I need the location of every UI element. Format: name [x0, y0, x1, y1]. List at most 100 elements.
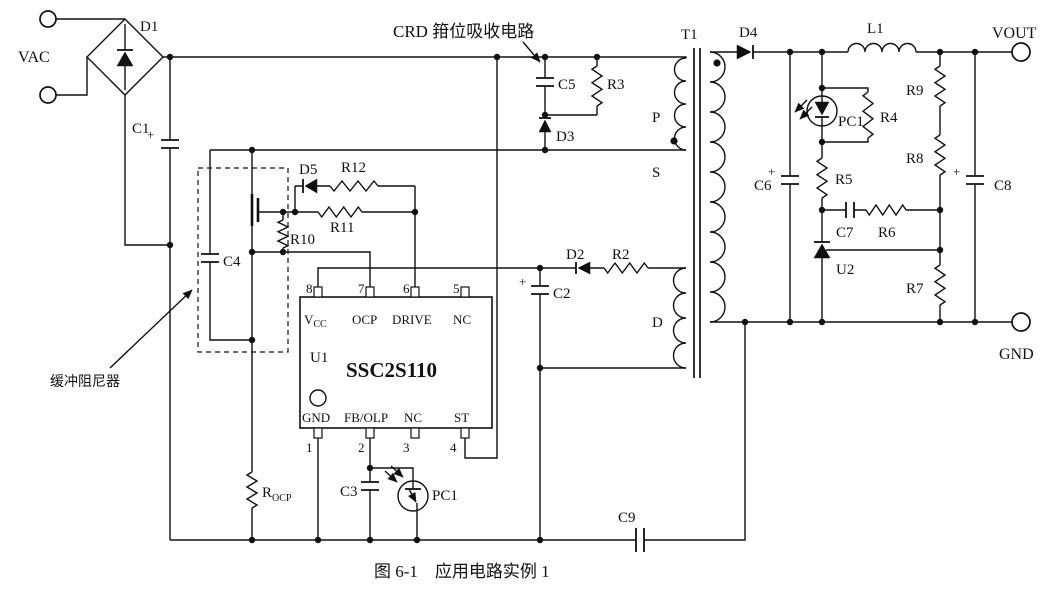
- r9-label: R9: [906, 83, 924, 99]
- secondary-winding-label: S: [652, 165, 660, 181]
- crd-pointer-arrow: [522, 41, 541, 63]
- c7-label: C7: [836, 225, 854, 241]
- resistor-r10: [276, 219, 290, 249]
- ic-pin-st-label: ST: [454, 410, 469, 425]
- secondary-winding: [709, 51, 726, 323]
- clamp-snubber-crd: CRD 箝位吸收电路 C5 R3 D3: [393, 22, 625, 145]
- resistor-r12: [329, 179, 379, 193]
- c1-label: C1: [132, 121, 150, 137]
- r7-label: R7: [906, 281, 924, 297]
- primary-winding: [673, 57, 687, 151]
- pc1-light-arrow: [794, 99, 808, 113]
- c6-plus-sign: +: [768, 164, 775, 179]
- r8-label: R8: [906, 151, 924, 167]
- resistor-r2: [603, 261, 649, 275]
- output-rectifier: D4 L1 + C6 + C8 VOUT GND: [736, 21, 1037, 363]
- r11-label: R11: [330, 220, 354, 236]
- d1-diode-icon: [116, 51, 134, 67]
- ic-pin2-number: 2: [358, 440, 365, 455]
- feedback-secondary: PC1 R4 R5 C7 R6 U2 R9 R8 R7: [794, 65, 947, 306]
- ic-pin-nc5-label: NC: [453, 312, 471, 327]
- vac-terminal-bottom: [39, 86, 57, 104]
- c4-label: C4: [223, 254, 241, 270]
- c1-plus-sign: +: [147, 127, 154, 142]
- u2-shunt-regulator-icon: [813, 243, 831, 259]
- ic-part-number: SSC2S110: [346, 358, 437, 382]
- d2-label: D2: [566, 247, 584, 263]
- resistor-r4: [861, 91, 875, 139]
- c8-label: C8: [994, 178, 1012, 194]
- ic-pin-gnd-label: GND: [302, 410, 330, 425]
- r4-label: R4: [880, 110, 898, 126]
- current-sense: ROCP: [245, 471, 292, 509]
- d5-diode-icon: [304, 178, 318, 194]
- gnd-terminal: [1011, 312, 1031, 332]
- pc1-light-arrow: [384, 470, 398, 483]
- inductor-l1: [847, 42, 917, 53]
- bulk-capacitor-c1: + C1: [132, 121, 179, 149]
- ic-pin5-number: 5: [453, 281, 460, 296]
- ic-pin-stubs: [313, 286, 470, 439]
- d4-diode-icon: [736, 44, 752, 60]
- ic-pin1-number: 1: [306, 440, 313, 455]
- bridge-rectifier-d1: D1: [86, 18, 164, 96]
- buffer-damper-block: C4 缓冲阻尼器: [50, 167, 289, 390]
- vcc-supply: D2 R2 + C2: [519, 247, 649, 302]
- ic-pin-ocp-label: OCP: [352, 312, 377, 327]
- vac-label: VAC: [18, 49, 50, 66]
- resistor-r11: [317, 205, 363, 219]
- r5-label: R5: [835, 172, 853, 188]
- ic-pin-nc3-label: NC: [404, 410, 422, 425]
- junction-dots: [166, 48, 979, 544]
- controller-ic-u1: VCC OCP DRIVE NC GND FB/OLP NC ST 8 7 6 …: [299, 281, 493, 455]
- r12-label: R12: [341, 160, 366, 176]
- d1-label: D1: [140, 19, 158, 35]
- r10-label: R10: [290, 232, 315, 248]
- ic-pin-vcc-label: VCC: [304, 312, 327, 330]
- transformer-t1: T1 P S D: [652, 27, 726, 378]
- circuit-wires: [56, 18, 1012, 541]
- d3-diode-icon: [538, 119, 552, 133]
- mosfet-switch: [250, 194, 260, 226]
- resistor-rocp: [245, 471, 259, 509]
- damper-dashed-outline: [197, 167, 289, 353]
- pc1-primary-label: PC1: [432, 488, 458, 504]
- ic-refdes: U1: [310, 350, 328, 366]
- y-capacitor-c9: C9: [618, 510, 645, 552]
- aux-winding-label: D: [652, 315, 663, 331]
- c5-label: C5: [558, 77, 576, 93]
- rocp-label: ROCP: [262, 485, 292, 504]
- r3-label: R3: [607, 77, 625, 93]
- r2-label: R2: [612, 247, 630, 263]
- ic-pin-drive-label: DRIVE: [392, 312, 432, 327]
- ic-pin4-number: 4: [450, 440, 457, 455]
- gnd-label: GND: [999, 346, 1034, 363]
- c3-label: C3: [340, 484, 358, 500]
- resistor-r5: [815, 157, 829, 199]
- primary-polarity-dot: [670, 137, 678, 145]
- ac-input: VAC: [18, 10, 57, 104]
- gate-drive-network: D5 R12 R11 R10: [276, 160, 379, 249]
- ic-pin3-number: 3: [403, 440, 410, 455]
- buffer-damper-annotation: 缓冲阻尼器: [50, 374, 120, 390]
- resistor-r9: [933, 65, 947, 107]
- vout-terminal: [1011, 42, 1031, 62]
- resistor-r8: [933, 134, 947, 176]
- vout-label: VOUT: [992, 25, 1037, 42]
- ic-pin8-number: 8: [306, 281, 313, 296]
- d3-label: D3: [556, 129, 574, 145]
- resistor-r7: [933, 264, 947, 306]
- figure-caption: 图 6-1 应用电路实例 1: [374, 562, 550, 581]
- pc1-light-arrow: [799, 106, 813, 120]
- r6-label: R6: [878, 225, 896, 241]
- c2-label: C2: [553, 286, 571, 302]
- crd-annotation: CRD 箝位吸收电路: [393, 22, 534, 41]
- resistor-r6: [865, 203, 907, 217]
- primary-winding-label: P: [652, 110, 660, 126]
- d2-diode-icon: [577, 261, 591, 275]
- vac-terminal-top: [39, 10, 57, 28]
- ic-pin1-indicator: [309, 389, 327, 407]
- ic-pin7-number: 7: [358, 281, 365, 296]
- aux-winding: [672, 267, 687, 369]
